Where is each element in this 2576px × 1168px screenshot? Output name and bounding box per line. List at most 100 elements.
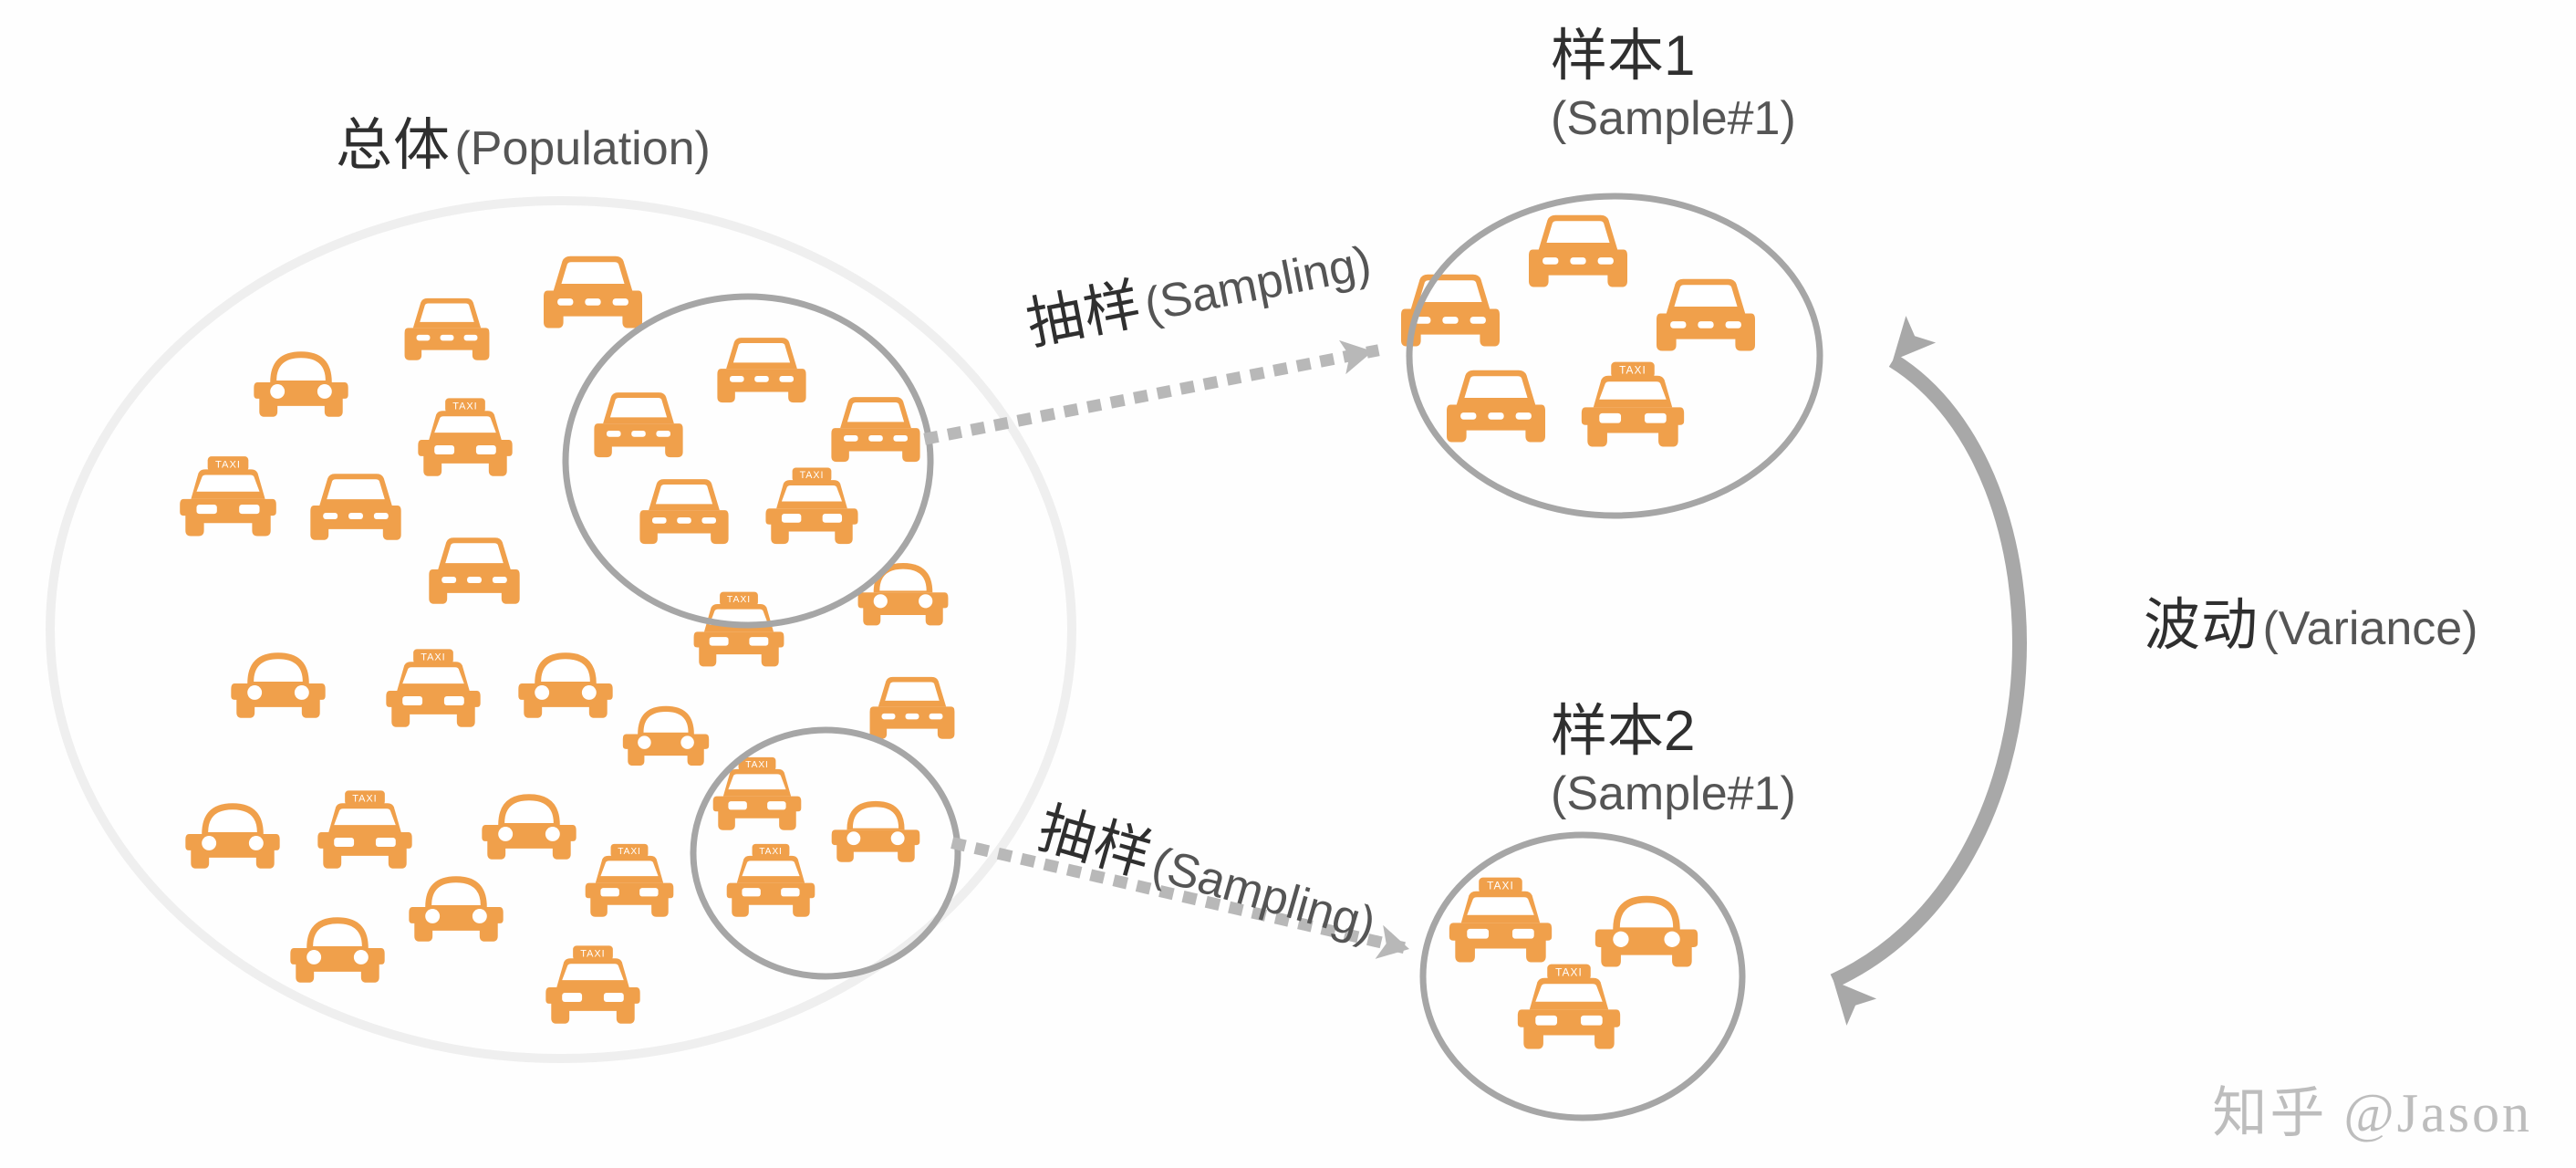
- taxi-headlight-left: [334, 838, 355, 847]
- taxi-sign: [1547, 964, 1591, 980]
- car-round-headlight-right: [890, 831, 905, 846]
- car-body: [831, 428, 920, 463]
- taxi-headlight-left: [196, 504, 217, 515]
- car-round-icon: [622, 705, 710, 766]
- taxi-headlight-right: [239, 504, 260, 515]
- car-round-body: [254, 382, 348, 417]
- watermark-zhihu-jason: 知乎 @Jason: [2212, 1083, 2532, 1143]
- car-body: [544, 290, 642, 328]
- taxi-headlight-left: [709, 637, 729, 646]
- car-round-headlight-left: [270, 384, 286, 399]
- car-headlight-right: [893, 434, 908, 442]
- variance-double-arrow-curve: [1830, 354, 2027, 988]
- car-body: [869, 706, 955, 739]
- taxi-body: [726, 882, 815, 917]
- car-round-window: [541, 659, 590, 683]
- car-round-icon: [290, 917, 385, 983]
- sample1-label-cn: 样本1: [1551, 25, 1696, 88]
- taxi-headlight-left: [781, 514, 802, 523]
- car-round-headlight-right: [581, 685, 597, 700]
- car-headlight-left: [1542, 257, 1559, 265]
- taxi-headlight-right: [475, 445, 496, 454]
- car-headlight-right: [373, 512, 389, 519]
- car-grille: [1570, 257, 1586, 265]
- taxi-windshield: [742, 860, 800, 877]
- car-icon: [1529, 214, 1627, 287]
- taxi-sign: [445, 398, 485, 413]
- taxi-sign: [207, 456, 249, 472]
- taxi-sign-text: TAXI: [618, 847, 641, 857]
- car-windshield: [1546, 221, 1610, 243]
- taxi-headlight-right: [781, 888, 800, 897]
- taxi-sign-text: TAXI: [1555, 966, 1583, 979]
- car-round-headlight-left: [638, 735, 651, 749]
- car-windshield: [609, 397, 668, 418]
- car-headlight-right: [1597, 257, 1614, 265]
- car-round-headlight-left: [535, 685, 550, 700]
- car-windshield: [885, 682, 940, 701]
- car-windshield: [1674, 285, 1738, 307]
- taxi-headlight-left: [434, 445, 455, 454]
- car-round-body: [857, 592, 949, 626]
- car-icon: [639, 479, 729, 545]
- car-windshield: [445, 543, 504, 564]
- taxi-icon: TAXI: [1581, 361, 1685, 447]
- car-body: [1657, 313, 1755, 351]
- car-windshield: [561, 262, 625, 284]
- car-grille: [1698, 321, 1714, 328]
- sampling-arrow-bottom-head: [1375, 924, 1409, 959]
- car-round-headlight-left: [1613, 931, 1629, 947]
- car-icon: [310, 474, 401, 540]
- car-round-icon: [482, 794, 576, 860]
- taxi-windshield: [402, 667, 464, 684]
- taxi-sign: [792, 467, 832, 483]
- taxi-body: [317, 832, 412, 869]
- car-round-body: [518, 683, 613, 718]
- car-round-icon: [518, 652, 613, 718]
- car-windshield: [655, 484, 713, 505]
- population-label: 总体 (Population): [336, 113, 711, 178]
- car-grille: [868, 434, 883, 442]
- car-headlight-left: [1415, 317, 1431, 324]
- car-headlight-right: [1515, 412, 1532, 420]
- car-grille: [631, 430, 646, 437]
- taxi-body: [418, 440, 513, 476]
- taxi-windshield: [1599, 381, 1667, 400]
- population-ellipse: [46, 196, 1076, 1063]
- car-round-headlight-left: [247, 685, 263, 700]
- sampling-arrow-bottom-line: [950, 837, 1417, 956]
- car-headlight-left: [441, 576, 457, 583]
- car-round-icon: [1594, 895, 1698, 967]
- variance-double-arrow-head-bottom: [1833, 981, 1877, 1026]
- taxi-sign-text: TAXI: [1487, 880, 1514, 892]
- population-label-cn: 总体: [336, 114, 452, 177]
- car-round-headlight-right: [1664, 931, 1680, 947]
- taxi-sign-text: TAXI: [421, 652, 445, 662]
- car-grille: [754, 375, 769, 382]
- taxi-headlight-right: [1511, 928, 1534, 939]
- car-headlight-right: [463, 334, 478, 341]
- car-icon: [831, 397, 920, 463]
- car-windshield: [732, 342, 791, 363]
- taxi-headlight-right: [375, 838, 396, 847]
- taxi-body: [585, 882, 674, 917]
- car-headlight-right: [779, 375, 794, 382]
- sample2-label: 样本2 (Sample#1): [1551, 684, 1796, 821]
- car-headlight-left: [323, 512, 338, 519]
- taxi-windshield: [434, 416, 496, 433]
- car-round-headlight-right: [317, 384, 332, 399]
- taxi-icon: TAXI: [1449, 877, 1553, 963]
- cars-layer: TAXITAXITAXITAXITAXITAXITAXITAXITAXITAXI…: [180, 214, 1755, 1049]
- car-headlight-right: [701, 516, 716, 524]
- sample2-label-cn: 样本2: [1551, 700, 1696, 763]
- car-round-window: [879, 568, 927, 591]
- sample1-region: [562, 293, 934, 629]
- car-body: [639, 510, 729, 545]
- variance-label: 波动 (Variance): [2144, 593, 2477, 658]
- taxi-windshield: [600, 860, 659, 877]
- car-grille: [467, 576, 482, 583]
- taxi-body: [386, 691, 481, 727]
- car-icon: [544, 256, 642, 328]
- sample2-label-en: (Sample#1): [1551, 767, 1796, 820]
